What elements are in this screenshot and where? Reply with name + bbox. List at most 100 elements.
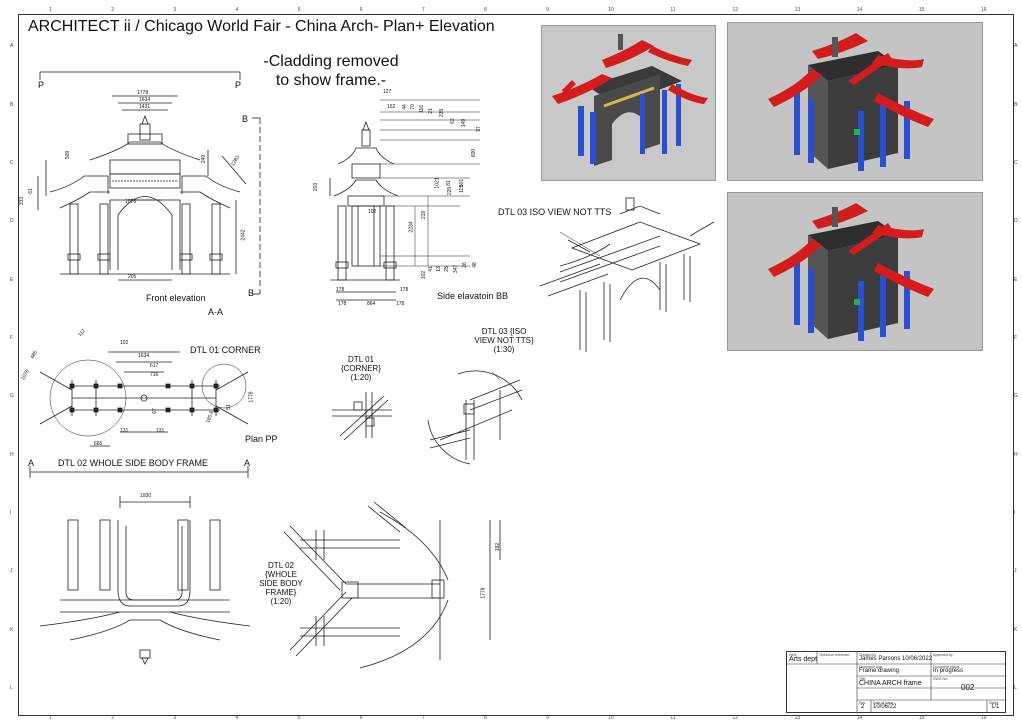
dtl03-iso-label-line2: VIEW NOT TTS} xyxy=(474,336,534,345)
plan-drawing xyxy=(29,351,249,478)
dtl01-label-line2: {CORNER} xyxy=(340,364,381,373)
section-marker-a-left: A xyxy=(28,458,35,468)
dim-102-plan: 102 xyxy=(120,340,129,346)
dtl02-label-line5: (1:20) xyxy=(270,597,292,606)
front-elevation-drawing xyxy=(37,71,261,295)
zone-marker-b-16: 16 xyxy=(980,715,987,721)
dim-21-side: 21 xyxy=(427,108,434,114)
tb-doctype-header: Document type xyxy=(859,665,883,669)
tb-doctype: Frame drawing xyxy=(859,668,900,674)
render-frame-iso-2 xyxy=(727,192,983,351)
zone-marker-r-D: D xyxy=(1014,218,1018,225)
zone-marker-b-13: 13 xyxy=(794,715,801,721)
zone-marker-b-11: 11 xyxy=(670,715,676,721)
dim-2234-side: 2234 xyxy=(408,221,415,233)
zone-marker-l-I: I xyxy=(10,509,12,516)
zone-marker-t-13: 13 xyxy=(794,7,801,13)
section-marker-p-left: P xyxy=(38,80,45,90)
dim-1778-front: 1778 xyxy=(137,90,149,96)
tb-date-header: Date of issue xyxy=(873,701,894,705)
zone-marker-t-6: 6 xyxy=(359,7,363,13)
dtl02-section-drawing xyxy=(39,496,251,665)
zone-marker-t-14: 14 xyxy=(856,7,863,13)
dim-203-side: 203 xyxy=(313,182,320,192)
dtl03-iso-label-line3: (1:30) xyxy=(493,345,515,354)
dtl01-label-line1: DTL 01 xyxy=(348,355,374,364)
dim-219-side: 219 xyxy=(421,210,428,220)
zone-marker-l-L: L xyxy=(10,684,13,691)
title-block: Dept. Arts dept Technical reference Crea… xyxy=(786,651,1006,713)
dim-102-side: 102 xyxy=(368,209,377,215)
tb-created: James Parsons 10/06/2022 xyxy=(859,656,933,662)
dim-131a-plan: 131 xyxy=(120,428,129,434)
zone-marker-t-8: 8 xyxy=(483,7,487,13)
dim-25-side: 25 xyxy=(443,266,450,272)
dim-13-side: 13 xyxy=(435,266,442,272)
zone-marker-b-8: 8 xyxy=(483,715,487,721)
zone-marker-l-F: F xyxy=(10,334,14,341)
zone-marker-b-10: 10 xyxy=(608,715,614,721)
zone-marker-b-9: 9 xyxy=(546,715,549,721)
dtl02-label: DTL 02 {WHOLE SIDE BODY FRAME} (1:20) xyxy=(256,561,306,606)
dim-41-side: 41 xyxy=(427,266,434,272)
zone-marker-b-1: 1 xyxy=(49,715,52,721)
tb-dept-header: Dept. xyxy=(789,653,798,657)
side-elevation-drawing xyxy=(329,99,480,301)
zone-marker-r-F: F xyxy=(1014,334,1018,341)
dim-2442-front: 2442 xyxy=(240,229,247,241)
front-elevation-label: Front elevation xyxy=(146,293,206,303)
dim-178a-side: 178 xyxy=(336,287,345,293)
dim-347-side: 347 xyxy=(453,264,460,274)
zone-marker-r-E: E xyxy=(1014,276,1018,283)
tb-rev-header: Rev. xyxy=(859,701,866,705)
dim-178b-side: 178 xyxy=(400,287,409,293)
zone-marker-l-C: C xyxy=(10,159,14,166)
dim-81-side: 81 xyxy=(445,180,452,186)
zone-marker-t-4: 4 xyxy=(235,7,239,13)
dim-70-side: 70 xyxy=(409,104,416,110)
sheet-title: ARCHITECT ii / Chicago World Fair - Chin… xyxy=(28,18,495,35)
zone-marker-t-11: 11 xyxy=(670,7,676,13)
zone-marker-l-K: K xyxy=(10,626,14,633)
zone-marker-b-7: 7 xyxy=(421,715,425,721)
dim-1634-front: 1634 xyxy=(139,97,151,103)
dim-205-front: 205 xyxy=(128,274,137,280)
dim-239-side: 239 xyxy=(439,108,446,118)
zone-marker-r-C: C xyxy=(1014,159,1018,166)
zone-marker-t-5: 5 xyxy=(297,7,301,13)
zone-marker-t-3: 3 xyxy=(173,7,177,13)
zone-marker-l-J: J xyxy=(10,568,13,575)
zone-marker-t-12: 12 xyxy=(732,7,738,13)
tb-dwg: 002 xyxy=(961,683,975,692)
tb-tech-ref-header: Technical reference xyxy=(819,653,850,657)
zone-marker-l-A: A xyxy=(10,43,14,50)
render-frame-iso-1 xyxy=(727,22,983,181)
dim-864-side: 864 xyxy=(367,301,376,307)
dim-1076-front: 1076 xyxy=(125,199,137,205)
dtl02-label-line3: SIDE BODY xyxy=(259,579,303,588)
dim-249-front: 249 xyxy=(201,154,208,164)
dim-1634-plan: 1634 xyxy=(138,353,150,359)
zone-marker-r-G: G xyxy=(1014,393,1018,400)
dtl02-label-line2: {WHOLE xyxy=(264,570,297,579)
zone-marker-r-I: I xyxy=(1014,509,1016,516)
cladding-note-line1: -Cladding removed xyxy=(263,53,399,70)
tb-sheet: 1/1 xyxy=(991,704,1000,710)
dim-178d-side: 178 xyxy=(396,301,405,307)
zone-marker-b-3: 3 xyxy=(173,715,177,721)
tb-sheet-header: Sheet xyxy=(989,701,999,705)
zone-marker-r-H: H xyxy=(1014,451,1018,458)
zone-marker-r-L: L xyxy=(1014,684,1017,691)
tb-dwg-header: DWG No. xyxy=(933,677,948,681)
render-front-iso xyxy=(541,25,716,181)
tb-title: CHINA ARCH frame xyxy=(859,680,922,687)
zone-marker-b-15: 15 xyxy=(918,715,925,721)
zone-marker-t-9: 9 xyxy=(546,7,549,13)
dtl03-iso-circle-drawing xyxy=(427,370,523,465)
zone-marker-b-2: 2 xyxy=(111,715,114,721)
zone-marker-l-E: E xyxy=(10,276,14,283)
dim-152-side: 152 xyxy=(387,104,396,110)
dim-61-front: 61 xyxy=(27,188,34,194)
dtl01-label: DTL 01 {CORNER} (1:20) xyxy=(336,355,386,382)
